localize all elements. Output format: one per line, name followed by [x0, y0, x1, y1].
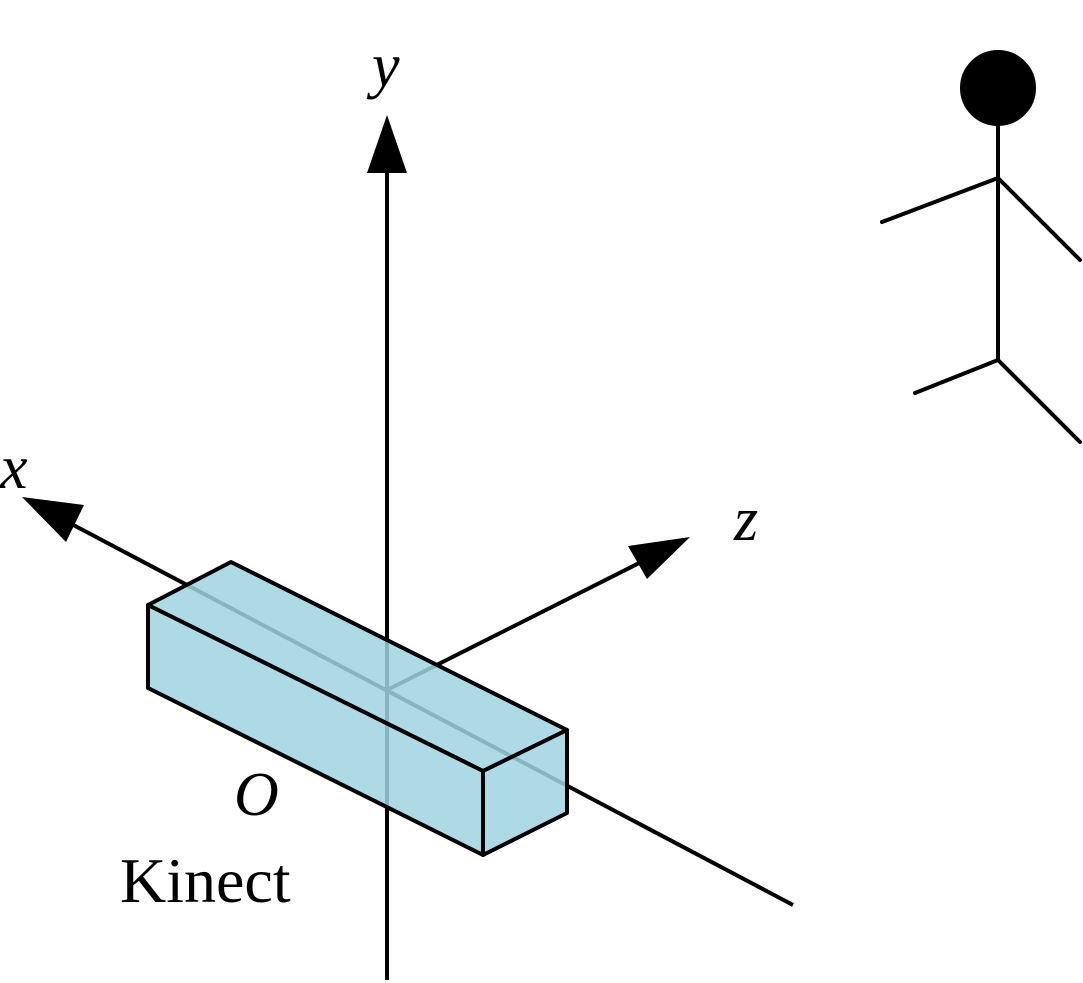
person-head — [960, 50, 1036, 126]
y-axis-label: y — [366, 32, 400, 100]
kinect-label: Kinect — [120, 845, 291, 916]
y-axis-arrowhead — [367, 115, 407, 173]
x-axis-label: x — [0, 434, 28, 502]
origin-label: O — [234, 761, 279, 829]
person-figure — [880, 50, 1082, 444]
z-axis-arrowhead — [628, 537, 690, 579]
x-axis-arrowhead — [22, 497, 84, 542]
person-right-leg — [996, 358, 1082, 444]
kinect-side-face — [481, 728, 569, 857]
kinect-device — [146, 560, 569, 857]
z-axis-label: z — [733, 486, 758, 554]
person-left-arm — [880, 176, 1000, 224]
person-left-leg — [913, 358, 1000, 395]
person-right-arm — [996, 176, 1082, 262]
